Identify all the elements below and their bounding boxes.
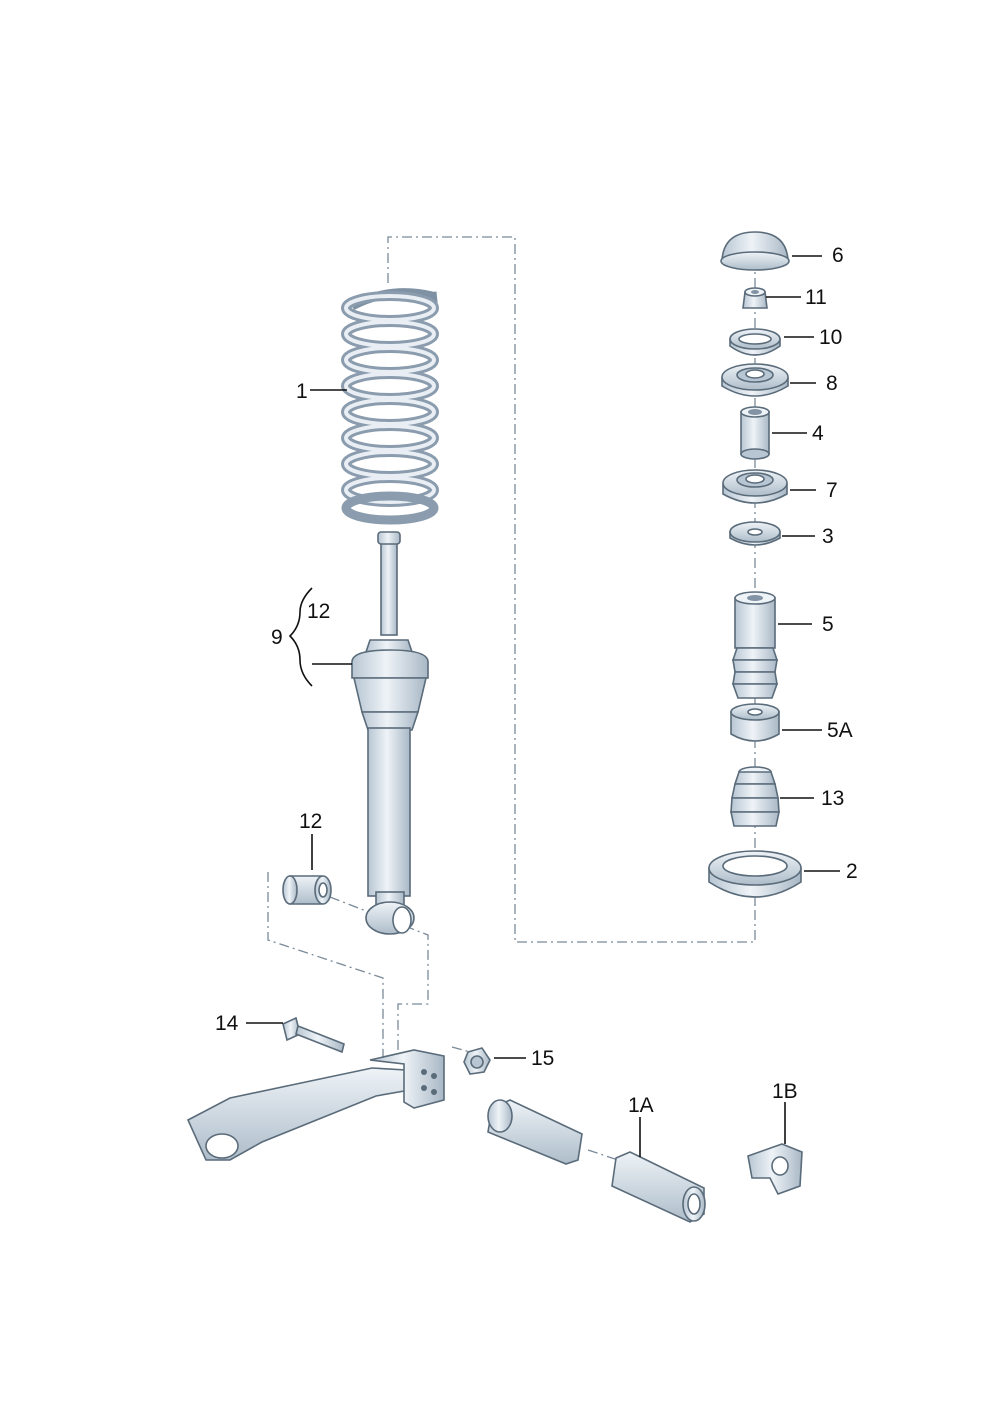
spring-seat-ring [708,850,802,898]
callout-2: 2 [846,860,858,883]
callout-11: 11 [805,286,827,309]
shock-absorber [351,531,429,935]
callout-6: 6 [832,244,844,267]
coil-spring [341,288,439,525]
callout-13: 13 [821,787,844,810]
callout-12-bushing: 12 [299,810,322,833]
callout-3: 3 [822,525,834,548]
upper-mount-bearing [721,363,789,397]
callout-12-shock: 12 [307,600,330,623]
callout-5A: 5A [827,719,853,742]
bushing [282,875,332,905]
protective-cap [720,231,790,271]
mounting-bracket [747,1143,803,1195]
hex-bolt [282,1016,345,1054]
bump-stop-buffer [731,591,779,699]
flat-washer [729,521,781,546]
callout-labels: 1 9 12 12 6 11 10 8 4 7 3 5 5A 13 2 14 1… [215,244,858,1117]
assembly-guide-lines [267,236,756,1161]
callout-1B: 1B [772,1080,798,1103]
callout-1A: 1A [628,1094,654,1117]
callout-1: 1 [296,380,308,403]
callout-4: 4 [812,422,824,445]
lower-mount-bearing [722,469,788,504]
bushing-sleeve [611,1151,706,1223]
spacer-sleeve [740,406,770,460]
bushing-tube [487,1099,583,1165]
callout-9: 9 [271,626,283,649]
protective-boot [730,766,780,827]
callout-8: 8 [826,372,838,395]
retaining-washer [729,328,781,356]
lock-nut [463,1047,491,1075]
trailing-arm [186,1049,445,1161]
callout-15: 15 [531,1047,554,1070]
callout-14: 14 [215,1012,239,1035]
callout-7: 7 [826,479,838,502]
callout-10: 10 [819,326,842,349]
leader-lines [246,255,840,1157]
hex-nut [742,287,768,309]
buffer-seat [730,703,780,742]
callout-5: 5 [822,613,834,636]
